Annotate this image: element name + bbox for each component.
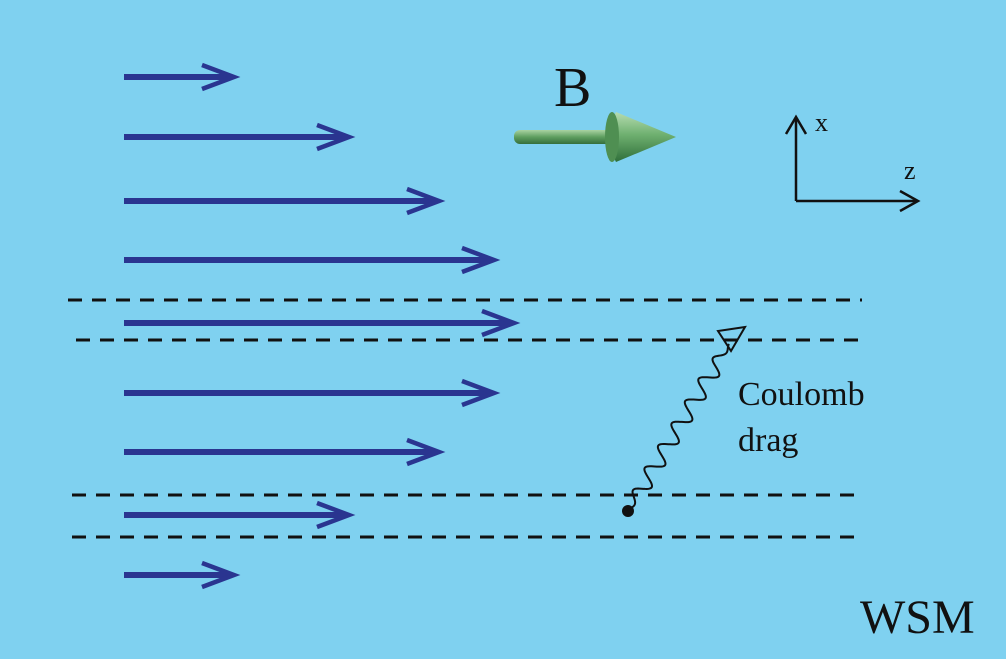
current-arrow-6: [124, 378, 501, 408]
current-arrow-2: [124, 122, 356, 152]
current-arrow-3: [124, 186, 446, 216]
current-arrow-1: [124, 62, 241, 92]
drag-arrowhead: [716, 325, 747, 353]
current-arrow-4: [124, 245, 501, 275]
coulomb-drag-path: [622, 325, 747, 517]
dashed-boundaries: [68, 298, 862, 539]
field-label: B: [554, 57, 592, 119]
current-arrow-9: [124, 560, 241, 590]
material-label: WSM: [860, 591, 975, 644]
coulomb-drag-label-line2: drag: [738, 422, 799, 459]
current-arrow-5: [124, 308, 521, 338]
magnetic-field-arrow: [514, 112, 676, 162]
axis-z-arrowhead: [899, 189, 921, 213]
current-arrow-8: [124, 500, 356, 530]
coulomb-drag-label-line1: Coulomb: [738, 376, 865, 413]
coordinate-axes: [784, 114, 921, 213]
axis-x-label: x: [815, 108, 828, 137]
axis-z-label: z: [904, 156, 916, 185]
current-arrow-7: [124, 437, 446, 467]
axis-x-arrowhead: [784, 114, 808, 135]
drag-wavy-line: [627, 343, 730, 512]
current-flow-arrows: [124, 62, 521, 590]
